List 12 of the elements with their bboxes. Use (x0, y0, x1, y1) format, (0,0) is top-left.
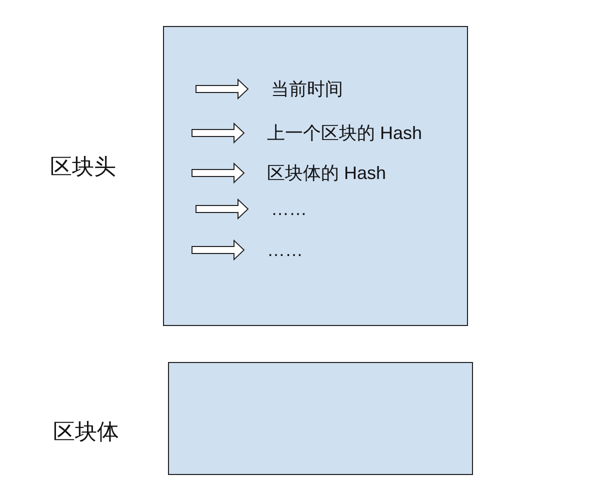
side-heading: 区块体 (53, 419, 119, 445)
hollow-arrow (196, 198, 249, 220)
hollow-arrow (192, 162, 245, 184)
side-heading: 区块头 (50, 154, 116, 180)
list-item-text: …… (267, 240, 303, 260)
hollow-arrow (192, 239, 245, 261)
list-item-text: 上一个区块的 Hash (267, 123, 422, 143)
hollow-arrow (192, 122, 245, 144)
hollow-arrow (196, 78, 249, 100)
list-item-text: 区块体的 Hash (267, 163, 386, 183)
list-item-text: …… (271, 199, 307, 219)
list-item-text: 当前时间 (271, 79, 343, 99)
